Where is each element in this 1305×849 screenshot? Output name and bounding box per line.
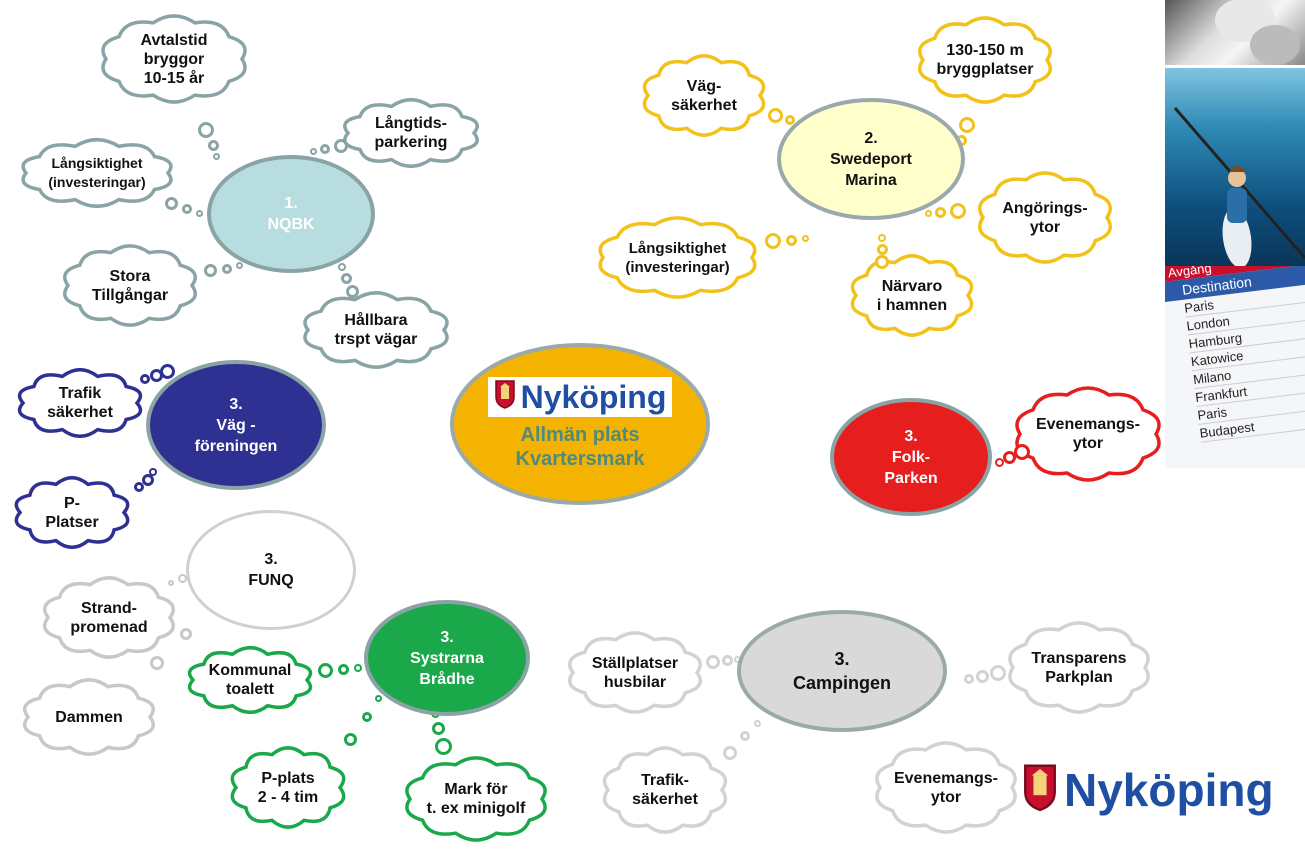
cloud-bryggplatser: 130-150 m bryggplatser	[915, 15, 1055, 105]
cloud-outline	[23, 678, 155, 756]
cloud-label: Ställplatser husbilar	[591, 654, 679, 691]
cloud-outline	[21, 137, 173, 209]
bottom-logo: Nyköping	[1022, 762, 1274, 817]
cloud-label: Angörings- ytor	[1002, 199, 1088, 236]
cloud-label: Stora Tillgångar	[91, 267, 169, 304]
cloud-dammen: Dammen	[20, 677, 158, 757]
cloud-p-platser: P- Platser	[12, 475, 132, 550]
node-campingen: 3. Campingen	[737, 610, 947, 732]
cloud-outline	[187, 645, 313, 715]
crest-icon	[1022, 762, 1058, 817]
cloud-outline	[43, 576, 175, 659]
cloud-outline	[568, 631, 702, 714]
cloud-outline	[875, 741, 1017, 834]
center-line1: Allmän plats	[520, 424, 640, 446]
cloud-outline	[1015, 386, 1161, 482]
cloud-p-plats: P-plats 2 - 4 tim	[228, 745, 348, 830]
center-line2: Kvartersmark	[515, 448, 645, 470]
cloud-stallplatser: Ställplatser husbilar	[565, 630, 705, 715]
cloud-label: Evenemangs- ytor	[893, 769, 999, 806]
cloud-kommunal-toalett: Kommunal toalett	[185, 645, 315, 715]
cloud-transparens: Transparens Parkplan	[1005, 620, 1153, 715]
cloud-outline	[850, 254, 974, 337]
cloud-outline	[642, 54, 766, 137]
baby-image	[1215, 0, 1300, 65]
cloud-outline	[598, 216, 757, 299]
cloud-label: Avtalstid bryggor 10-15 år	[140, 31, 208, 87]
cloud-label: Transparens Parkplan	[1031, 649, 1127, 686]
cloud-label: P- Platser	[45, 494, 99, 531]
cloud-evenemangsytor-folk: Evenemangs- ytor	[1012, 385, 1164, 483]
cloud-trafik-sakerhet-vag: Trafik säkerhet	[15, 367, 145, 439]
cloud-label: Evenemangs- ytor	[1035, 416, 1141, 452]
node-swedeport-marina: 2. Swedeport Marina	[777, 98, 965, 220]
cloud-vagsakerhet: Väg- säkerhet	[640, 53, 768, 138]
node-folk-parken: 3. Folk- Parken	[830, 398, 992, 516]
cloud-outline	[17, 367, 143, 439]
cloud-langsiktighet-swedeport: Långsiktighet (investeringar)	[595, 215, 760, 300]
node-nqbk: 1. NQBK	[207, 155, 375, 273]
cloud-outline	[303, 291, 449, 369]
cloud-label: Långtids- parkering	[374, 115, 448, 151]
cloud-label: Trafik säkerhet	[47, 385, 113, 421]
cloud-outline	[602, 746, 728, 834]
cloud-avtalstid: Avtalstid bryggor 10-15 år	[98, 13, 250, 105]
cloud-label: Kommunal toalett	[208, 662, 292, 698]
cloud-mark-minigolf: Mark för t. ex minigolf	[402, 755, 550, 843]
cloud-label: P-plats 2 - 4 tim	[257, 769, 319, 806]
cloud-outline	[978, 171, 1112, 264]
cloud-outline	[14, 475, 130, 550]
node-systrarna-bradhe: 3. Systrarna Brådhe	[364, 600, 530, 716]
cloud-outline	[918, 16, 1052, 104]
kayak-image	[1173, 107, 1305, 266]
cloud-label: Strand- promenad	[70, 599, 148, 636]
cloud-outline	[230, 746, 346, 829]
cloud-label: Hållbara trspt vägar	[334, 312, 418, 348]
photo-kayak	[1165, 68, 1305, 266]
node-vag-foreningen: 3. Väg - föreningen	[146, 360, 326, 490]
cloud-label: Närvaro i hamnen	[876, 277, 948, 314]
cloud-stora-tillgangar: Stora Tillgångar	[60, 243, 200, 328]
cloud-label: Långsiktighet (investeringar)	[48, 155, 146, 190]
cloud-angoringsytor: Angörings- ytor	[975, 170, 1115, 265]
cloud-outline	[405, 756, 547, 842]
bottom-logo-text: Nyköping	[1064, 763, 1274, 816]
cloud-langtids-parkering: Långtids- parkering	[340, 97, 482, 169]
cloud-outline	[63, 244, 197, 327]
crest-icon	[494, 379, 516, 415]
center-logo-text: Nyköping	[520, 379, 667, 415]
cloud-langsiktighet-nqbk: Långsiktighet (investeringar)	[18, 137, 176, 209]
cloud-label: 130-150 m bryggplatser	[936, 42, 1034, 78]
cloud-label: Långsiktighet (investeringar)	[625, 239, 730, 276]
cloud-strandpromenad: Strand- promenad	[40, 575, 178, 660]
cloud-label: Mark för t. ex minigolf	[426, 781, 526, 817]
cloud-label: Dammen	[55, 708, 123, 726]
photo-baby	[1165, 0, 1305, 65]
node-center: Nyköping Allmän plats Kvartersmark	[450, 343, 710, 505]
node-funq: 3. FUNQ	[186, 510, 356, 630]
center-logo: Nyköping	[487, 377, 673, 417]
cloud-narvaro: Närvaro i hamnen	[848, 253, 976, 338]
cloud-hallbara: Hållbara trspt vägar	[300, 290, 452, 370]
cloud-label: Trafik- säkerhet	[632, 772, 698, 808]
cloud-evenemangsytor-camping: Evenemangs- ytor	[872, 740, 1020, 835]
cloud-label: Väg- säkerhet	[671, 77, 737, 114]
cloud-outline	[343, 97, 479, 169]
cloud-outline	[101, 14, 247, 104]
cloud-trafik-sakerhet-camping: Trafik- säkerhet	[600, 745, 730, 835]
cloud-outline	[1008, 621, 1150, 714]
